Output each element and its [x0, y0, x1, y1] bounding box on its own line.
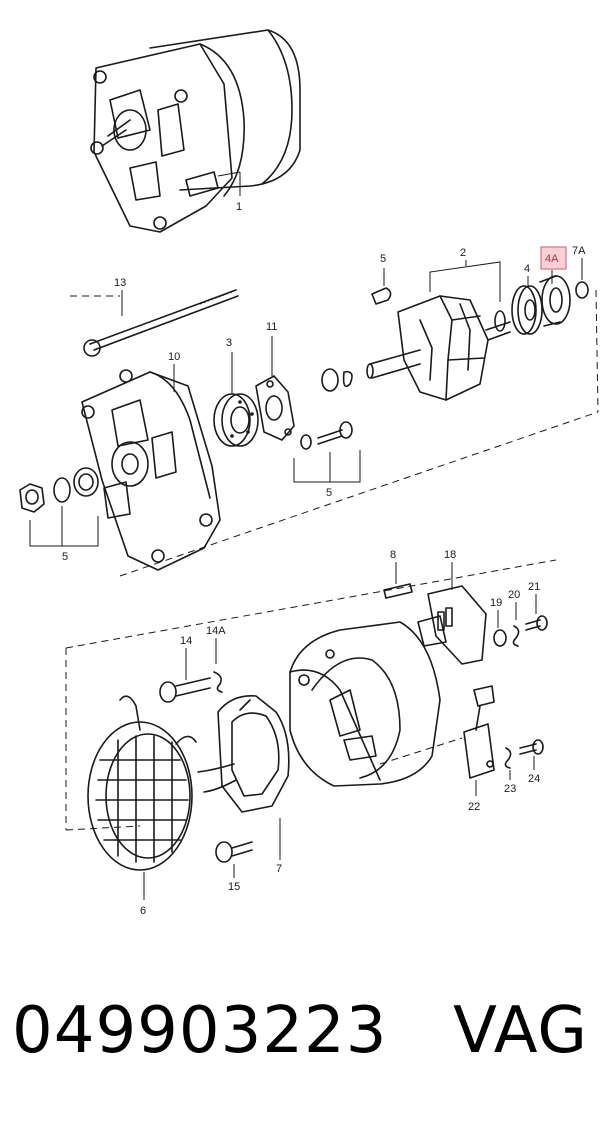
callout-4: 4 [524, 263, 530, 275]
callout-15: 15 [228, 881, 240, 893]
callout-22: 22 [468, 801, 480, 813]
axis-frame-upper [70, 289, 599, 577]
slip-ring-housing-icon [289, 621, 441, 787]
bolt-14-icon [159, 677, 211, 703]
o-ring-icon [575, 281, 589, 299]
brush-holder-icon [463, 685, 495, 779]
footer: 049903223 VAG [12, 986, 588, 1076]
end-housing-icon [81, 369, 221, 571]
callout-20: 20 [508, 589, 520, 601]
screw-24-icon [519, 739, 544, 755]
rotor-icon [321, 295, 511, 401]
callout-19: 19 [490, 597, 502, 609]
screw-21-icon [525, 615, 548, 631]
callout-10: 10 [168, 351, 180, 363]
callout-5-key: 5 [380, 253, 386, 265]
clip-14a-icon [213, 671, 223, 693]
callout-5-left: 5 [62, 551, 68, 563]
screw-15-icon [215, 841, 253, 863]
callout-7a: 7A [572, 245, 586, 257]
regulator-icon [417, 585, 487, 665]
callout-18: 18 [444, 549, 456, 561]
stator-icon [87, 695, 197, 871]
rotor-bearing-icon [511, 275, 571, 335]
callout-4a[interactable]: 4A [545, 253, 559, 265]
callout-23: 23 [504, 783, 516, 795]
washer-19-icon [493, 629, 507, 647]
spring-washer-20-icon [512, 625, 520, 647]
callout-1: 1 [236, 201, 242, 213]
callout-5-middle: 5 [326, 487, 332, 499]
screw-washer-icon [300, 421, 353, 450]
callout-24: 24 [528, 773, 540, 785]
callout-6: 6 [140, 905, 146, 917]
axis-frame-lower [65, 559, 557, 831]
long-bolt-icon [83, 289, 239, 357]
alternator-assembly-icon [90, 29, 301, 233]
spring-washer-23-icon [504, 747, 512, 769]
woodruff-key-icon [371, 287, 392, 305]
callout-21: 21 [528, 581, 540, 593]
callout-11: 11 [266, 321, 277, 333]
callout-3: 3 [226, 337, 232, 349]
bearing-icon [213, 393, 259, 447]
callout-7: 7 [276, 863, 282, 875]
part-number: 049903223 [12, 994, 388, 1068]
callout-8: 8 [390, 549, 396, 561]
brand-label: VAG [453, 994, 588, 1068]
nut-washer-set-icon [19, 467, 99, 513]
bridge-link-icon [383, 583, 413, 599]
callout-14: 14 [180, 635, 192, 647]
callout-2: 2 [460, 247, 466, 259]
callout-14a: 14A [206, 625, 226, 637]
rectifier-icon [197, 695, 290, 813]
callout-4a-highlight[interactable]: 4A [540, 246, 567, 270]
retainer-plate-icon [255, 375, 295, 441]
callout-13: 13 [114, 277, 126, 289]
